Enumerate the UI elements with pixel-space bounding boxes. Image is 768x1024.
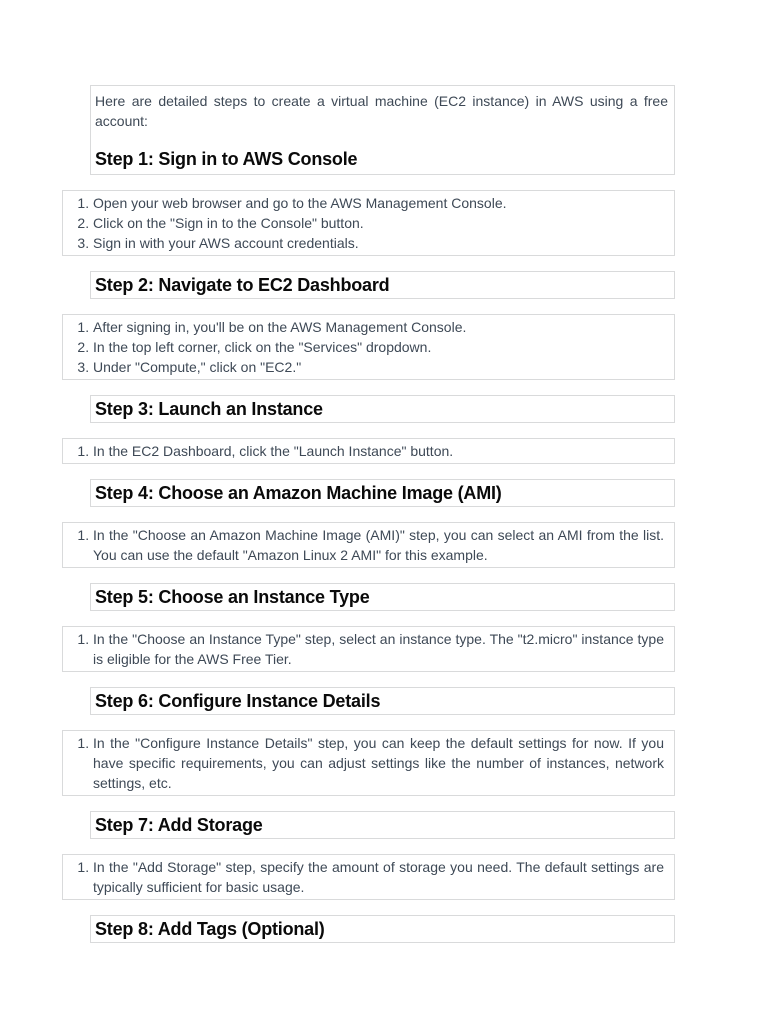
step-7-heading: Step 7: Add Storage bbox=[95, 815, 263, 835]
step-5-heading-block: Step 5: Choose an Instance Type bbox=[90, 583, 675, 611]
list-item: Click on the "Sign in to the Console" bu… bbox=[93, 213, 666, 233]
list-item: In the "Choose an Instance Type" step, s… bbox=[93, 629, 666, 669]
step-5-list: In the "Choose an Instance Type" step, s… bbox=[63, 629, 666, 669]
step-2-heading: Step 2: Navigate to EC2 Dashboard bbox=[95, 275, 390, 295]
step-2-list: After signing in, you'll be on the AWS M… bbox=[63, 317, 666, 377]
step-5-list-block: In the "Choose an Instance Type" step, s… bbox=[62, 626, 675, 672]
step-3-heading: Step 3: Launch an Instance bbox=[95, 399, 323, 419]
step-6-heading-block: Step 6: Configure Instance Details bbox=[90, 687, 675, 715]
step-1-list: Open your web browser and go to the AWS … bbox=[63, 193, 666, 253]
step-1-heading: Step 1: Sign in to AWS Console bbox=[95, 149, 358, 169]
list-item: Open your web browser and go to the AWS … bbox=[93, 193, 666, 213]
intro-block: Here are detailed steps to create a virt… bbox=[90, 85, 675, 175]
step-4-heading: Step 4: Choose an Amazon Machine Image (… bbox=[95, 483, 502, 503]
step-6-heading: Step 6: Configure Instance Details bbox=[95, 691, 381, 711]
intro-text: Here are detailed steps to create a virt… bbox=[95, 93, 668, 129]
step-7-list-block: In the "Add Storage" step, specify the a… bbox=[62, 854, 675, 900]
step-2-list-block: After signing in, you'll be on the AWS M… bbox=[62, 314, 675, 380]
step-7-heading-block: Step 7: Add Storage bbox=[90, 811, 675, 839]
step-1-list-block: Open your web browser and go to the AWS … bbox=[62, 190, 675, 256]
step-3-heading-block: Step 3: Launch an Instance bbox=[90, 395, 675, 423]
step-4-heading-block: Step 4: Choose an Amazon Machine Image (… bbox=[90, 479, 675, 507]
list-item: In the EC2 Dashboard, click the "Launch … bbox=[93, 441, 666, 461]
step-6-list: In the "Configure Instance Details" step… bbox=[63, 733, 666, 793]
list-item: In the "Choose an Amazon Machine Image (… bbox=[93, 525, 666, 565]
step-8-heading-block: Step 8: Add Tags (Optional) bbox=[90, 915, 675, 943]
list-item: In the "Add Storage" step, specify the a… bbox=[93, 857, 666, 897]
step-7-list: In the "Add Storage" step, specify the a… bbox=[63, 857, 666, 897]
step-6-list-block: In the "Configure Instance Details" step… bbox=[62, 730, 675, 796]
step-3-list-block: In the EC2 Dashboard, click the "Launch … bbox=[62, 438, 675, 464]
list-item: In the "Configure Instance Details" step… bbox=[93, 733, 666, 793]
step-4-list-block: In the "Choose an Amazon Machine Image (… bbox=[62, 522, 675, 568]
list-item: Under "Compute," click on "EC2." bbox=[93, 357, 666, 377]
step-4-list: In the "Choose an Amazon Machine Image (… bbox=[63, 525, 666, 565]
step-2-heading-block: Step 2: Navigate to EC2 Dashboard bbox=[90, 271, 675, 299]
step-8-heading: Step 8: Add Tags (Optional) bbox=[95, 919, 325, 939]
list-item: Sign in with your AWS account credential… bbox=[93, 233, 666, 253]
step-5-heading: Step 5: Choose an Instance Type bbox=[95, 587, 370, 607]
step-3-list: In the EC2 Dashboard, click the "Launch … bbox=[63, 441, 666, 461]
list-item: In the top left corner, click on the "Se… bbox=[93, 337, 666, 357]
list-item: After signing in, you'll be on the AWS M… bbox=[93, 317, 666, 337]
